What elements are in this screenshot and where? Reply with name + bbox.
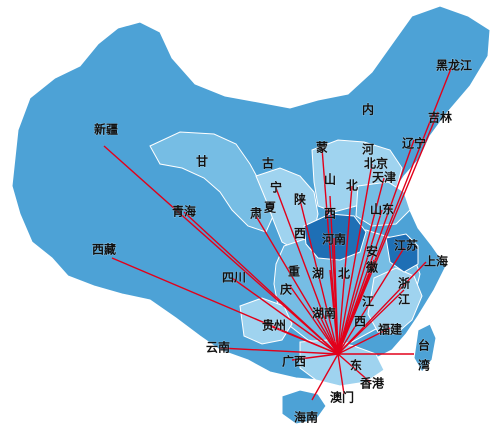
label-taiwan-2: 湾: [418, 358, 430, 373]
label-xinjiang: 新疆: [94, 122, 118, 137]
label-tianjin: 天津: [372, 170, 396, 185]
label-sichuan: 四川: [222, 271, 246, 285]
route-qinghai: [183, 211, 339, 355]
label-neimeng-nei: 内: [362, 102, 374, 117]
route-hubei: [329, 269, 339, 355]
label-beijing: 北京: [364, 156, 388, 171]
label-shaanxi-xi: 西: [294, 227, 306, 241]
route-henan: [333, 237, 339, 355]
route-yunnan: [219, 347, 339, 355]
route-fujian: [337, 327, 391, 355]
label-fujian: 福建: [377, 322, 403, 337]
route-sichuan: [231, 277, 339, 355]
henan-region: [303, 213, 367, 261]
label-liaoning: 辽宁: [402, 136, 426, 151]
label-anhui-1: 安: [366, 244, 378, 259]
route-ningxia: [275, 187, 339, 355]
route-jiangxi: [337, 299, 361, 355]
route-gansu: [255, 215, 339, 355]
label-xianggang: 香港: [359, 376, 385, 391]
label-ningxia-xia: 夏: [264, 201, 277, 215]
label-anhui-2: 徽: [365, 260, 379, 275]
label-shanxi-xi: 西: [324, 207, 336, 221]
route-hunan: [317, 311, 339, 355]
label-guizhou: 贵州: [262, 318, 286, 333]
label-aomen: 澳门: [330, 390, 354, 405]
route-xianggang: [337, 353, 371, 383]
label-hubei-bei: 北: [338, 266, 350, 281]
label-gansu-gan: 甘: [196, 154, 208, 169]
label-shandong: 山东: [370, 202, 394, 217]
label-chongqing-chong: 重: [288, 264, 300, 279]
label-ningxia-ning: 宁: [270, 180, 282, 195]
route-aomen: [337, 353, 345, 395]
label-xizang: 西藏: [92, 242, 116, 257]
label-zhejiang-1: 浙: [398, 276, 410, 291]
label-taiwan-1: 台: [418, 338, 430, 353]
route-chongqing: [289, 285, 339, 355]
label-guangxi: 广西: [282, 354, 306, 369]
jiangsu-region: [385, 233, 419, 273]
route-zhejiang: [337, 289, 405, 355]
route-shandong: [337, 209, 383, 355]
label-hainan: 海南: [294, 410, 318, 425]
label-shaanxi-shan: 陕: [294, 192, 306, 207]
route-liaoning: [337, 139, 415, 355]
route-jiangsu: [337, 247, 405, 355]
label-jilin: 吉林: [428, 110, 452, 125]
label-heilongjiang: 黑龙江: [436, 58, 472, 73]
shandong-region: [355, 181, 411, 227]
label-hubei-hu: 湖: [312, 266, 324, 281]
taiwan-island: [413, 323, 437, 373]
route-xinjiang: [103, 145, 339, 355]
route-shaanxi: [299, 199, 339, 355]
route-beijing: [337, 163, 373, 355]
label-neimeng-meng: 蒙: [316, 140, 328, 155]
label-hunan: 湖南: [312, 306, 336, 321]
label-bei: 北: [346, 178, 358, 193]
label-jiangsu: 江苏: [394, 238, 418, 253]
label-hebei-he: 河: [361, 142, 374, 157]
label-shanghai: 上海: [424, 254, 448, 269]
label-qinghai: 青海: [172, 204, 196, 219]
route-guizhou: [269, 325, 339, 355]
label-gu: 古: [262, 156, 274, 171]
label-jiangxi-xi: 西: [354, 315, 366, 329]
route-lines: [103, 65, 453, 401]
hainan-island: [281, 389, 327, 425]
label-guangdong-dong: 东: [350, 358, 362, 373]
label-zhejiang-2: 江: [398, 292, 410, 307]
label-yunnan: 云南: [206, 340, 230, 355]
route-hebei: [337, 185, 353, 355]
label-henan: 河南: [321, 232, 346, 247]
route-hainan: [311, 353, 339, 401]
route-shanghai: [337, 261, 427, 355]
label-chongqing-qing: 庆: [279, 282, 292, 297]
route-guangxi: [291, 353, 339, 361]
route-tianjin: [337, 177, 385, 355]
label-jiangxi-jiang: 江: [362, 294, 374, 309]
label-shanxi-shan: 山: [324, 172, 336, 187]
label-gansu-su: 肃: [250, 206, 262, 221]
